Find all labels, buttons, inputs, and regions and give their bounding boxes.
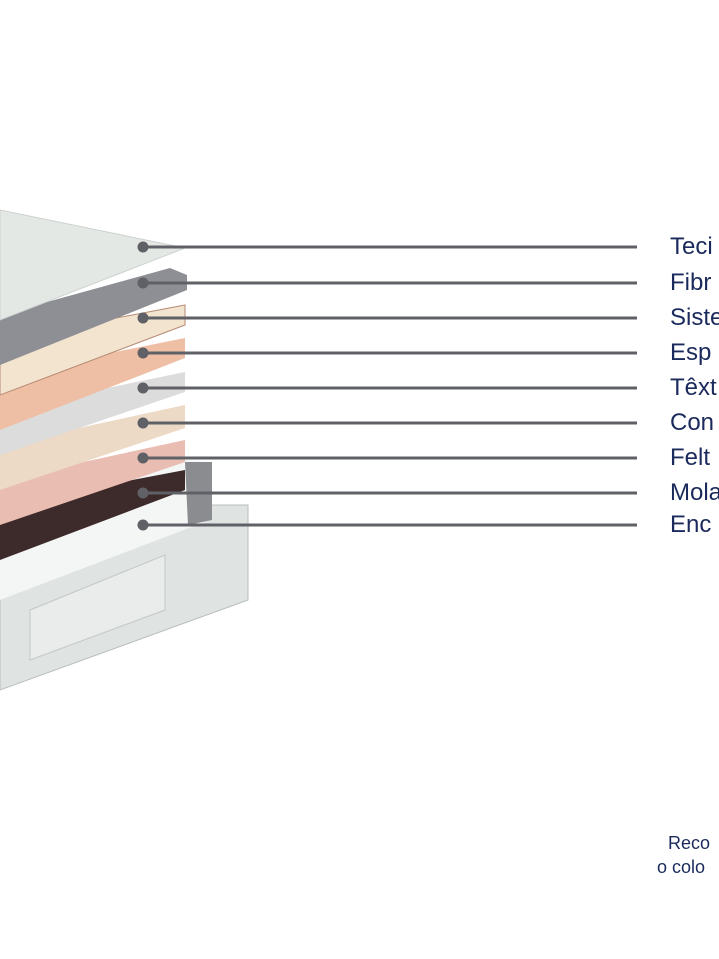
mattress-side-panel xyxy=(29,554,166,661)
leader-dot xyxy=(137,382,149,394)
leader-dot xyxy=(137,452,149,464)
note-line-2: o colo xyxy=(657,857,706,877)
leader-dot xyxy=(137,347,149,359)
layer-label: Enc xyxy=(670,511,712,538)
leader-dot xyxy=(137,277,149,289)
leader-dot xyxy=(137,241,149,253)
leader-dot xyxy=(137,312,149,324)
layer-label: Con xyxy=(670,409,715,436)
layer-fiber xyxy=(0,268,187,365)
layer-label: Felt xyxy=(670,444,711,471)
layer-fabric xyxy=(0,209,187,321)
layer-label: Teci xyxy=(670,233,713,260)
layer-system xyxy=(0,304,186,396)
layer-label: Siste xyxy=(670,304,719,331)
leader-dot xyxy=(137,487,149,499)
leader-dot xyxy=(137,519,149,531)
layer-foam xyxy=(0,338,185,430)
layer-textile xyxy=(0,372,185,455)
layer-label: Esp xyxy=(670,339,712,366)
note-line-1: Reco xyxy=(668,833,711,853)
layer-label: Têxt xyxy=(670,374,717,401)
layer-label: Fibr xyxy=(670,269,712,296)
leader-dot xyxy=(137,417,149,429)
layer-label: Mola xyxy=(670,479,719,506)
